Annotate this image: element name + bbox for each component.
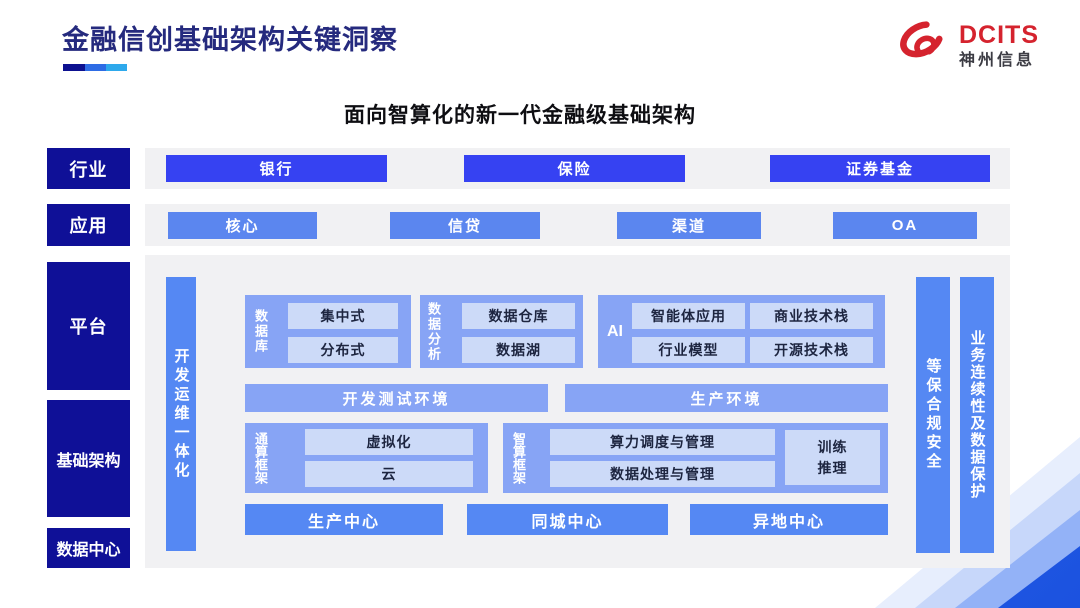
- application-item-core: 核心: [168, 212, 317, 239]
- logo-company: 神州信息: [959, 51, 1036, 69]
- ai-compute-chip-scheduling: 算力调度与管理: [550, 429, 775, 455]
- env-bar-production: 生产环境: [565, 384, 888, 412]
- analytics-panel: 数据分析 数据仓库 数据湖: [420, 295, 583, 368]
- datacenter-samecity: 同城中心: [467, 504, 668, 535]
- industry-item-bank: 银行: [166, 155, 387, 182]
- rail-platform: 平台: [47, 262, 130, 390]
- ai-compute-label: 智算框架: [511, 432, 526, 484]
- title-underline: [63, 64, 127, 71]
- application-item-credit: 信贷: [390, 212, 540, 239]
- general-chip-cloud: 云: [305, 461, 473, 487]
- logo-text: DCITS 神州信息: [959, 22, 1039, 69]
- database-chip-distributed: 分布式: [288, 337, 398, 363]
- dcits-logo: DCITS 神州信息: [896, 18, 1039, 74]
- general-compute-label: 通算框架: [253, 432, 268, 484]
- dcits-swirl-icon: [896, 18, 952, 74]
- general-compute-panel: 通算框架 虚拟化 云: [245, 423, 488, 493]
- database-panel-label: 数据库: [253, 309, 268, 354]
- general-chip-virtualization: 虚拟化: [305, 429, 473, 455]
- continuity-protection-bar: 业务连续性及数据保护: [960, 277, 994, 553]
- ai-compute-chip-dataproc: 数据处理与管理: [550, 461, 775, 487]
- ai-panel: AI 智能体应用 商业技术栈 行业模型 开源技术栈: [598, 295, 885, 368]
- underline-segment-light: [106, 64, 127, 71]
- analytics-chip-warehouse: 数据仓库: [462, 303, 575, 329]
- rail-infrastructure: 基础架构: [47, 400, 130, 517]
- application-item-oa: OA: [833, 212, 977, 239]
- rail-datacenter: 数据中心: [47, 528, 130, 568]
- underline-segment-dark: [63, 64, 85, 71]
- industry-item-insurance: 保险: [464, 155, 685, 182]
- logo-brand: DCITS: [959, 21, 1039, 50]
- database-panel: 数据库 集中式 分布式: [245, 295, 411, 368]
- env-bar-devtest: 开发测试环境: [245, 384, 548, 412]
- page-title: 金融信创基础架构关键洞察: [62, 25, 398, 55]
- analytics-panel-label: 数据分析: [426, 301, 441, 362]
- diagram-title: 面向智算化的新一代金融级基础架构: [344, 104, 696, 127]
- ai-chip-opensource-stack: 开源技术栈: [750, 337, 873, 363]
- ai-compute-panel: 智算框架 算力调度与管理 数据处理与管理 训练 推理: [503, 423, 888, 493]
- ai-chip-agent-app: 智能体应用: [632, 303, 745, 329]
- application-item-channel: 渠道: [617, 212, 761, 239]
- compliance-security-bar: 等保合规安全: [916, 277, 950, 553]
- devops-bar: 开发运维一体化: [166, 277, 196, 551]
- ai-panel-label: AI: [607, 322, 623, 340]
- ai-chip-industry-model: 行业模型: [632, 337, 745, 363]
- ai-chip-commercial-stack: 商业技术栈: [750, 303, 873, 329]
- rail-application: 应用: [47, 204, 130, 246]
- industry-item-securities: 证券基金: [770, 155, 990, 182]
- underline-segment-mid: [85, 64, 106, 71]
- datacenter-remote: 异地中心: [690, 504, 888, 535]
- ai-compute-chip-train-infer: 训练 推理: [785, 430, 880, 485]
- datacenter-production: 生产中心: [245, 504, 443, 535]
- analytics-chip-datalake: 数据湖: [462, 337, 575, 363]
- rail-industry: 行业: [47, 148, 130, 189]
- database-chip-centralized: 集中式: [288, 303, 398, 329]
